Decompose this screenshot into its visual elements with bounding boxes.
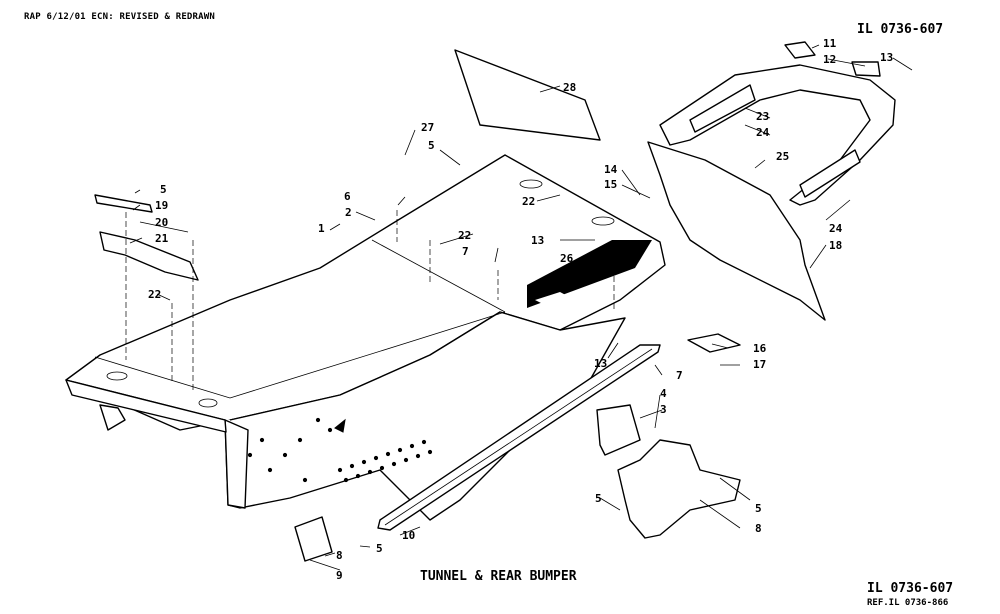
rear-bumper xyxy=(659,64,896,206)
callout-6: 6 xyxy=(344,190,351,203)
callout-28: 28 xyxy=(563,81,576,94)
tunnel xyxy=(65,154,666,521)
illustration-id-bottom: IL 0736-607 xyxy=(867,581,954,596)
bracket-21 xyxy=(99,231,199,281)
callout-16: 16 xyxy=(753,342,767,355)
pad-11 xyxy=(784,41,816,59)
callout-13-a: 13 xyxy=(880,51,893,64)
callout-5-c: 5 xyxy=(595,492,602,505)
callout-15: 15 xyxy=(604,178,617,191)
runner xyxy=(377,344,661,531)
callout-27: 27 xyxy=(421,121,434,134)
callout-8-a: 8 xyxy=(755,522,762,535)
callout-1: 1 xyxy=(318,222,325,235)
callout-13-c: 13 xyxy=(594,357,607,370)
reference-illustration: REF.IL 0736-866 xyxy=(867,598,949,608)
callout-13-b: 13 xyxy=(531,234,544,247)
callout-23: 23 xyxy=(756,110,769,123)
ecn-note: RAP 6/12/01 ECN: REVISED & REDRAWN xyxy=(24,12,216,22)
callout-9: 9 xyxy=(336,569,343,582)
callout-7-b: 7 xyxy=(676,369,683,382)
snow-flap xyxy=(647,141,826,321)
callout-8-b: 8 xyxy=(336,549,343,562)
cover-sheet xyxy=(454,49,601,141)
callout-22-c: 22 xyxy=(148,288,161,301)
plate-16 xyxy=(687,333,741,353)
callout-18: 18 xyxy=(829,239,842,252)
leader-lines xyxy=(129,44,913,571)
callout-24-b: 24 xyxy=(829,222,843,235)
plate-9 xyxy=(294,516,333,562)
pad-12 xyxy=(851,61,881,77)
callout-5-a: 5 xyxy=(428,139,435,152)
diagram-title: TUNNEL & REAR BUMPER xyxy=(420,569,577,584)
bracket-3 xyxy=(596,404,641,456)
callout-25: 25 xyxy=(776,150,789,163)
callout-10: 10 xyxy=(402,529,415,542)
callout-2: 2 xyxy=(345,206,352,219)
callout-5-b: 5 xyxy=(160,183,167,196)
callout-14: 14 xyxy=(604,163,618,176)
callout-labels: 1 2 3 4 5 5 5 5 5 6 7 7 8 8 9 10 11 12 1… xyxy=(148,37,893,582)
illustration-id-top: IL 0736-607 xyxy=(857,22,944,37)
callout-3: 3 xyxy=(660,403,667,416)
strip-19 xyxy=(94,194,153,213)
callout-22-b: 22 xyxy=(458,229,471,242)
callout-24-a: 24 xyxy=(756,126,770,139)
callout-22-a: 22 xyxy=(522,195,535,208)
callout-7-a: 7 xyxy=(462,245,469,258)
callout-5-d: 5 xyxy=(755,502,762,515)
callout-20: 20 xyxy=(155,216,168,229)
callout-26: 26 xyxy=(560,252,574,265)
callout-4: 4 xyxy=(660,387,667,400)
callout-11: 11 xyxy=(823,37,837,50)
decal xyxy=(527,240,652,308)
callout-21: 21 xyxy=(155,232,169,245)
callout-17: 17 xyxy=(753,358,766,371)
footrest xyxy=(617,439,741,539)
callout-12: 12 xyxy=(823,53,836,66)
vent-holes xyxy=(247,417,433,483)
callout-19: 19 xyxy=(155,199,168,212)
callout-5-e: 5 xyxy=(376,542,383,555)
